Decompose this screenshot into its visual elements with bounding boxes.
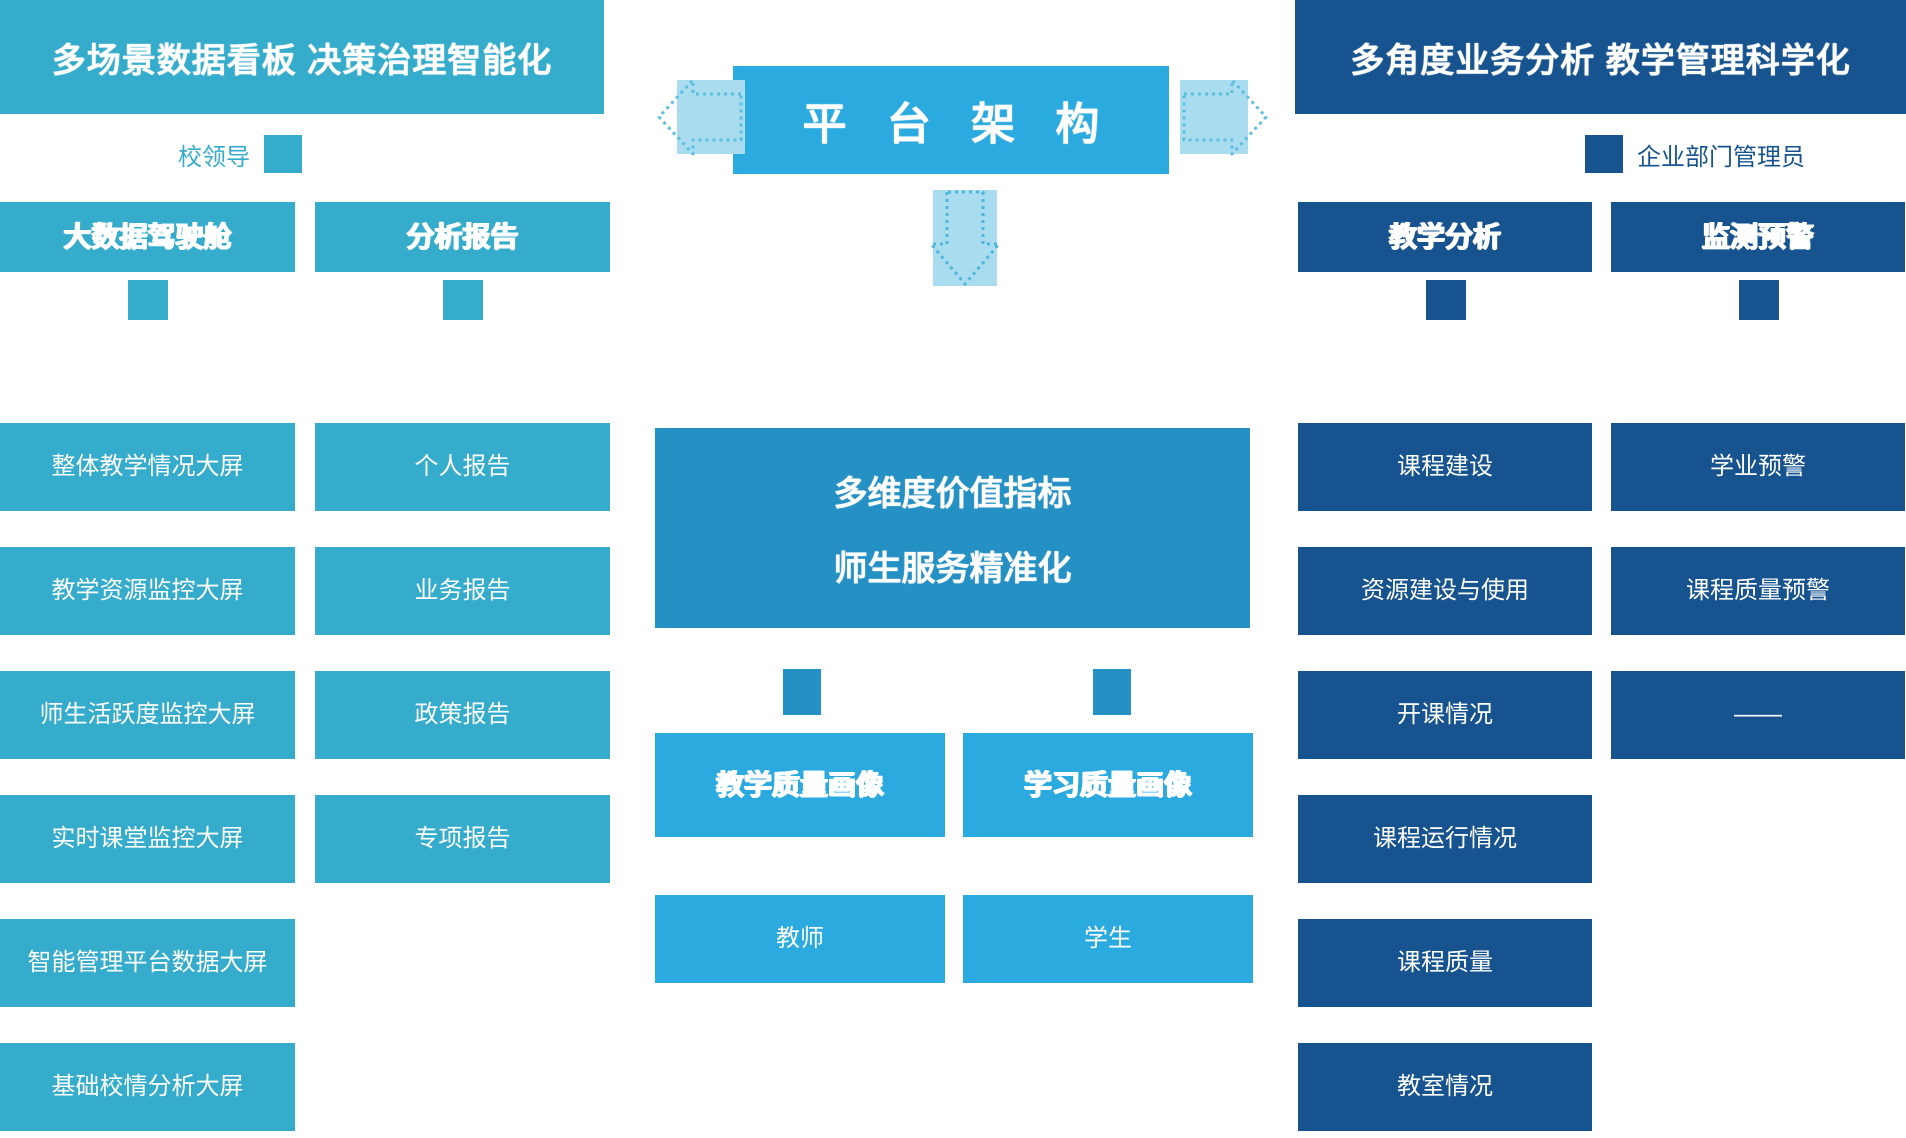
category-left-2-label: 分析报告 [406,221,519,253]
leaf-right-1-0[interactable]: 课程建设 [1298,423,1592,511]
leaf-left-1-3[interactable]: 实时课堂监控大屏 [0,795,295,883]
role-label-right: 企业部门管理员 [1585,135,1805,173]
left-banner-text: 多场景数据看板 决策治理智能化 [51,41,553,80]
connector-right-2 [1739,280,1779,320]
leaf-left-1-5-label: 基础校情分析大屏 [51,1072,244,1100]
leaf-left-2-3[interactable]: 专项报告 [315,795,610,883]
leaf-left-1-2-label: 师生活跃度监控大屏 [39,700,256,728]
leaf-left-1-3-label: 实时课堂监控大屏 [51,824,244,852]
leaf-right-1-3-label: 课程运行情况 [1373,824,1517,852]
leaf-right-1-3[interactable]: 课程运行情况 [1298,795,1592,883]
connector-left-2 [443,280,483,320]
leaf-right-2-0[interactable]: 学业预警 [1611,423,1905,511]
leaf-right-2-2-label: —— [1734,700,1782,728]
left-banner: 多场景数据看板 决策治理智能化 [0,0,604,114]
category-center-1[interactable]: 教学质量画像 [655,733,945,837]
leaf-right-2-0-label: 学业预警 [1710,452,1806,480]
leaf-right-1-4[interactable]: 课程质量 [1298,919,1592,1007]
leaf-left-2-1-label: 业务报告 [414,576,511,604]
leaf-left-1-4[interactable]: 智能管理平台数据大屏 [0,919,295,1007]
leaf-left-1-1[interactable]: 教学资源监控大屏 [0,547,295,635]
connector-center-2 [1093,669,1131,715]
role-right-text: 企业部门管理员 [1637,143,1805,171]
leaf-right-1-2-label: 开课情况 [1397,700,1493,728]
leaf-left-1-2[interactable]: 师生活跃度监控大屏 [0,671,295,759]
leaf-left-1-0[interactable]: 整体教学情况大屏 [0,423,295,511]
category-left-1-label: 大数据驾驶舱 [63,221,232,253]
leaf-center-1-0-label: 教师 [776,924,824,952]
arrow-right-dotted-icon [1180,72,1270,162]
leaf-right-1-1-label: 资源建设与使用 [1361,576,1529,604]
leaf-right-2-2[interactable]: —— [1611,671,1905,759]
value-panel-line-2: 师生服务精准化 [833,550,1072,588]
category-right-1-label: 教学分析 [1388,221,1501,253]
category-center-2-label: 学习质量画像 [1023,769,1192,801]
category-center-1-label: 教学质量画像 [715,769,884,801]
value-panel: 多维度价值指标 师生服务精准化 [655,428,1250,628]
leaf-right-1-0-label: 课程建设 [1397,452,1493,480]
arrow-left-dotted-icon [655,72,745,162]
leaf-left-2-2-label: 政策报告 [414,700,511,728]
leaf-center-2-0-label: 学生 [1084,924,1132,952]
leaf-right-1-2[interactable]: 开课情况 [1298,671,1592,759]
leaf-right-1-4-label: 课程质量 [1397,948,1493,976]
role-label-left: 校领导 [178,135,302,173]
leaf-left-2-3-label: 专项报告 [414,824,511,852]
leaf-left-2-2[interactable]: 政策报告 [315,671,610,759]
right-banner: 多角度业务分析 教学管理科学化 [1295,0,1906,114]
leaf-right-2-1-label: 课程质量预警 [1686,576,1830,604]
connector-right-1 [1426,280,1466,320]
leaf-left-1-5[interactable]: 基础校情分析大屏 [0,1043,295,1131]
leaf-left-2-1[interactable]: 业务报告 [315,547,610,635]
category-left-2[interactable]: 分析报告 [315,202,610,272]
leaf-right-1-5[interactable]: 教室情况 [1298,1043,1592,1131]
leaf-center-1-0[interactable]: 教师 [655,895,945,983]
leaf-left-1-1-label: 教学资源监控大屏 [51,576,244,604]
leaf-left-2-0[interactable]: 个人报告 [315,423,610,511]
center-title-text: 平 台 架 构 [802,100,1114,149]
leaf-right-1-5-label: 教室情况 [1397,1072,1493,1100]
category-right-1[interactable]: 教学分析 [1298,202,1592,272]
connector-left-1 [128,280,168,320]
connector-center-1 [783,669,821,715]
leaf-left-1-4-label: 智能管理平台数据大屏 [27,948,268,976]
center-title: 平 台 架 构 [733,66,1169,174]
role-left-text: 校领导 [178,143,250,171]
leaf-right-1-1[interactable]: 资源建设与使用 [1298,547,1592,635]
leaf-left-2-0-label: 个人报告 [414,452,511,480]
category-left-1[interactable]: 大数据驾驶舱 [0,202,295,272]
leaf-center-2-0[interactable]: 学生 [963,895,1253,983]
category-center-2[interactable]: 学习质量画像 [963,733,1253,837]
leaf-left-1-0-label: 整体教学情况大屏 [51,452,244,480]
role-right-chip-icon [1585,135,1623,173]
value-panel-line-1: 多维度价值指标 [833,475,1072,513]
role-left-chip-icon [264,135,302,173]
arrow-down-dotted-icon [925,190,1005,290]
category-right-2-label: 监测预警 [1701,221,1814,253]
right-banner-text: 多角度业务分析 教学管理科学化 [1350,41,1851,80]
leaf-right-2-1[interactable]: 课程质量预警 [1611,547,1905,635]
category-right-2[interactable]: 监测预警 [1611,202,1905,272]
